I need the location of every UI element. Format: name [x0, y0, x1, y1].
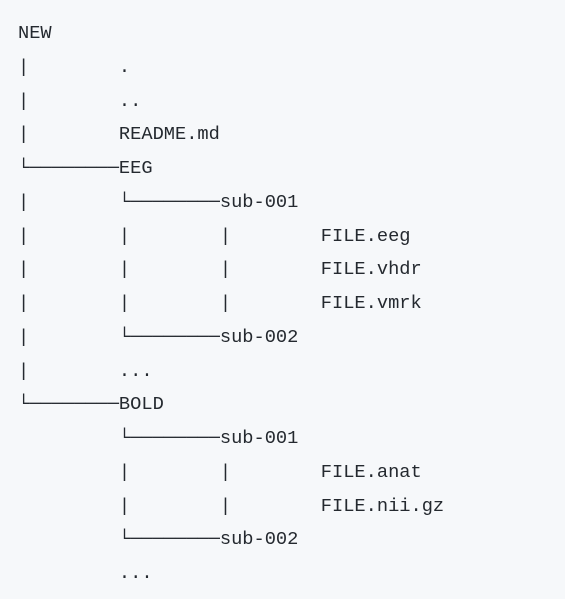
tree-line-eeg-folder: └────────EEG [18, 157, 153, 179]
tree-line-file-nii-gz: | | FILE.nii.gz [18, 494, 445, 517]
tree-line-bold-sub-002: └────────sub-002 [18, 528, 299, 551]
tree-line-parent-dir: | .. [18, 89, 142, 112]
tree-line-current-dir: | . [18, 55, 131, 78]
tree-line-bold-ellipsis: ... [18, 562, 153, 584]
tree-line-file-vhdr: | | | FILE.vhdr [18, 258, 422, 281]
tree-line-readme: | README.md [18, 123, 220, 146]
tree-line-file-eeg: | | | FILE.eeg [18, 224, 411, 247]
tree-line-eeg-sub-001: | └────────sub-001 [18, 190, 299, 213]
tree-line-bold-sub-001: └────────sub-001 [18, 427, 299, 449]
tree-line-file-vmrk: | | | FILE.vmrk [18, 292, 422, 314]
tree-line-eeg-ellipsis: | ... [18, 359, 153, 382]
tree-line-root: NEW [18, 22, 52, 44]
directory-tree: NEW | . | .. | README.md └────────EEG | └────… [18, 17, 565, 591]
tree-line-eeg-sub-002: | └────────sub-002 [18, 325, 299, 348]
tree-line-bold-folder: └────────BOLD [18, 393, 164, 416]
tree-line-file-anat: | | FILE.anat [18, 460, 422, 483]
